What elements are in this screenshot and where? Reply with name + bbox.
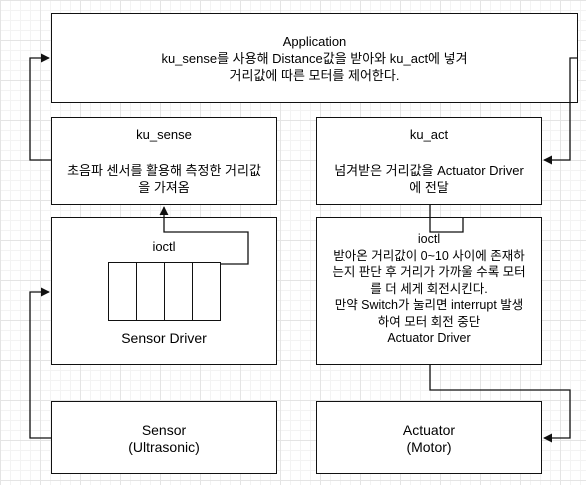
actuator-driver-line-1: ioctl (417, 232, 441, 246)
actuator-node[interactable]: Actuator (Motor) (316, 401, 542, 474)
ku-sense-node[interactable]: ku_sense 초음파 센서를 활용해 측정한 거리값 을 가져옴 (51, 117, 277, 205)
actuator-driver-node[interactable]: ioctl 받아온 거리값이 0~10 사이에 존재하 는지 판단 후 거리가 … (316, 217, 542, 365)
application-node[interactable]: Application ku_sense를 사용해 Distance값을 받아와… (51, 13, 578, 103)
ku-sense-title: ku_sense (136, 127, 192, 142)
ku-act-desc-line-1: 넘겨받은 거리값을 Actuator Driver (334, 163, 524, 178)
edge-sense-to-application (29, 53, 51, 161)
buffer-cell (137, 263, 165, 320)
ku-sense-desc-line-1: 초음파 센서를 활용해 측정한 거리값 (67, 163, 261, 178)
actuator-driver-line-5: 만약 Switch가 눌리면 interrupt 발생 (334, 298, 524, 312)
buffer-cell (165, 263, 193, 320)
ku-act-description: 넘겨받은 거리값을 Actuator Driver 에 전달 (317, 162, 541, 196)
ku-act-desc-line-2: 에 전달 (409, 180, 449, 195)
ku-act-title: ku_act (409, 127, 449, 142)
application-title: Application (282, 34, 347, 49)
ku-sense-desc-line-2: 을 가져옴 (138, 180, 190, 195)
actuator-driver-line-7: Actuator Driver (387, 331, 471, 345)
sensor-driver-ioctl-label: ioctl (152, 239, 176, 254)
buffer-cell (109, 263, 137, 320)
actuator-driver-line-2: 받아온 거리값이 0~10 사이에 존재하 (333, 248, 525, 263)
application-desc-line-2: 거리값에 따른 모터를 제어한다. (229, 68, 400, 83)
actuator-line-2: (Motor) (406, 439, 452, 455)
application-desc-line-1: ku_sense를 사용해 Distance값을 받아와 ku_act에 넣겨 (161, 51, 468, 66)
ku-act-node[interactable]: ku_act 넘겨받은 거리값을 Actuator Driver 에 전달 (316, 117, 542, 205)
sensor-line-1: Sensor (141, 422, 187, 438)
buffer-cell (193, 263, 220, 320)
sensor-driver-buffer (108, 262, 221, 321)
sensor-node[interactable]: Sensor (Ultrasonic) (51, 401, 277, 474)
actuator-driver-line-4: 를 더 세게 회전시킨다. (370, 281, 488, 296)
edge-sensor-to-sense-driver (29, 287, 51, 439)
sensor-driver-label: Sensor Driver (121, 330, 207, 346)
actuator-driver-line-3: 는지 판단 후 거리가 가까울 수록 모터 (332, 265, 526, 279)
actuator-line-1: Actuator (402, 422, 456, 438)
sensor-driver-node[interactable]: ioctl Sensor Driver (51, 217, 277, 365)
actuator-driver-line-6: 하여 모터 회전 중단 (377, 314, 481, 329)
sensor-line-2: (Ultrasonic) (128, 439, 200, 455)
ku-sense-description: 초음파 센서를 활용해 측정한 거리값 을 가져옴 (52, 162, 276, 196)
